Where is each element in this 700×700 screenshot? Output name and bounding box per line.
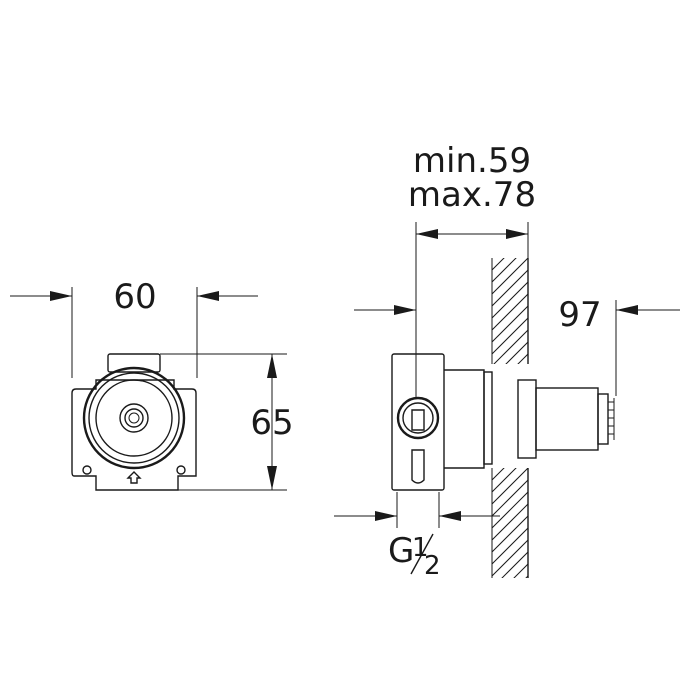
depth-max-label: max.78 xyxy=(408,175,536,215)
thread-prefix-label: G xyxy=(388,531,414,571)
valve-front-body xyxy=(71,353,197,491)
wall-hatch-bottom xyxy=(492,468,528,578)
side-view: min.59 max.78 97 xyxy=(334,141,680,581)
up-arrow-icon xyxy=(126,471,142,484)
valve-side-body xyxy=(391,353,615,491)
thread-denominator-label: 2 xyxy=(424,551,441,581)
front-height-label: 65 xyxy=(250,403,293,443)
height-dimension: 65 xyxy=(160,353,294,491)
wall-hatch-top xyxy=(492,258,528,364)
overall-depth-dimension: 97 xyxy=(558,295,680,396)
front-view: 60 65 xyxy=(10,277,294,491)
overall-depth-label: 97 xyxy=(558,295,601,335)
depth-dimension xyxy=(415,222,529,398)
width-dimension: 60 xyxy=(10,277,258,378)
depth-min-label: min.59 xyxy=(413,141,531,181)
thread-numerator-label: 1 xyxy=(412,533,429,563)
front-width-label: 60 xyxy=(113,277,156,317)
thread-dimension: G 1 2 xyxy=(334,492,500,581)
